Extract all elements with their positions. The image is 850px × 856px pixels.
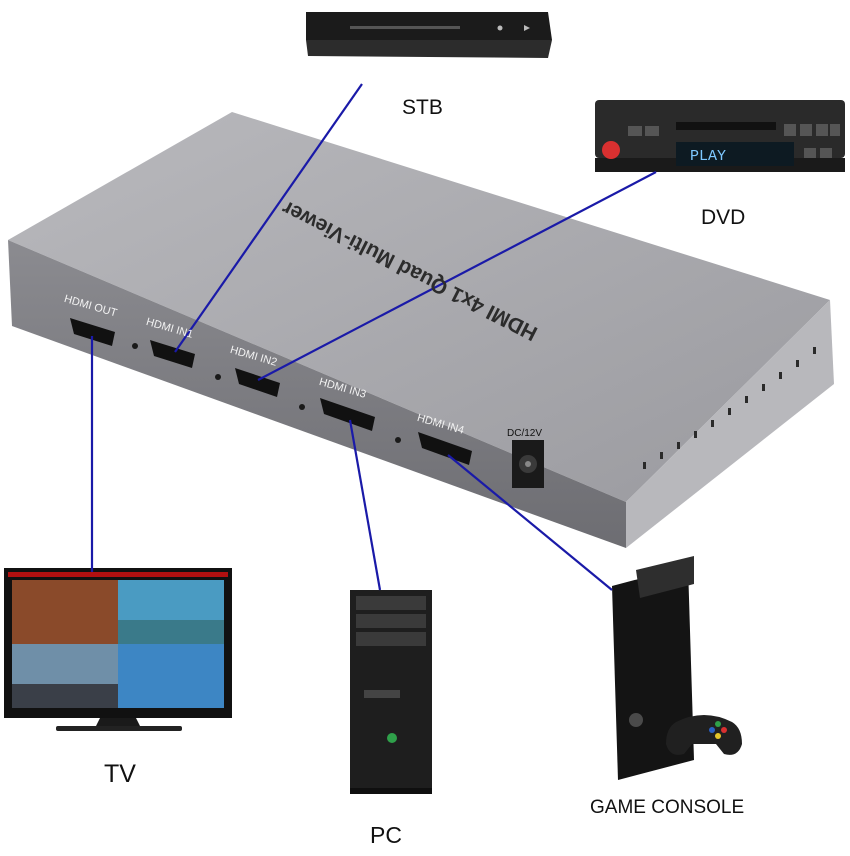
cable-in4-console bbox=[447, 454, 613, 591]
label-game-console: GAME CONSOLE bbox=[590, 797, 745, 818]
stb-device bbox=[306, 12, 552, 58]
pc-power-icon bbox=[387, 733, 397, 743]
device-top bbox=[8, 112, 830, 502]
hdmi-port-in1 bbox=[150, 340, 195, 368]
cables bbox=[90, 83, 657, 591]
side-vents bbox=[643, 347, 816, 469]
dc-power-port bbox=[512, 440, 544, 488]
cable-stb-in1 bbox=[174, 83, 363, 353]
tv-display bbox=[4, 568, 232, 731]
label-stb: STB bbox=[402, 96, 443, 119]
controller-icon bbox=[666, 715, 742, 755]
multi-viewer-device bbox=[8, 112, 834, 548]
hdmi-port-out bbox=[70, 318, 115, 346]
dvd-player: PLAY bbox=[595, 100, 845, 172]
led-3 bbox=[299, 404, 305, 410]
hdmi-port-in4 bbox=[418, 432, 472, 465]
tv-quad-1 bbox=[12, 580, 118, 644]
dvd-display bbox=[676, 142, 794, 166]
hdmi-port-in3 bbox=[320, 398, 375, 431]
hdmi-port-in2 bbox=[235, 368, 280, 397]
cable-dvd-in2 bbox=[257, 171, 657, 381]
dvd-display-text: PLAY bbox=[690, 148, 726, 165]
label-dvd: DVD bbox=[701, 206, 746, 229]
device-side bbox=[626, 300, 834, 548]
port-label-dc: DC/12V bbox=[507, 428, 543, 439]
led-2 bbox=[215, 374, 221, 380]
game-console bbox=[612, 556, 742, 780]
console-power-icon bbox=[629, 713, 643, 727]
device-front bbox=[8, 240, 626, 548]
power-button-icon bbox=[602, 141, 620, 159]
label-pc: PC bbox=[370, 822, 402, 848]
tv-quad-4 bbox=[118, 644, 224, 708]
led-1 bbox=[132, 343, 138, 349]
cable-in3-pc bbox=[348, 419, 382, 591]
pc-tower bbox=[350, 590, 432, 794]
led-4 bbox=[395, 437, 401, 443]
label-tv: TV bbox=[104, 760, 136, 788]
